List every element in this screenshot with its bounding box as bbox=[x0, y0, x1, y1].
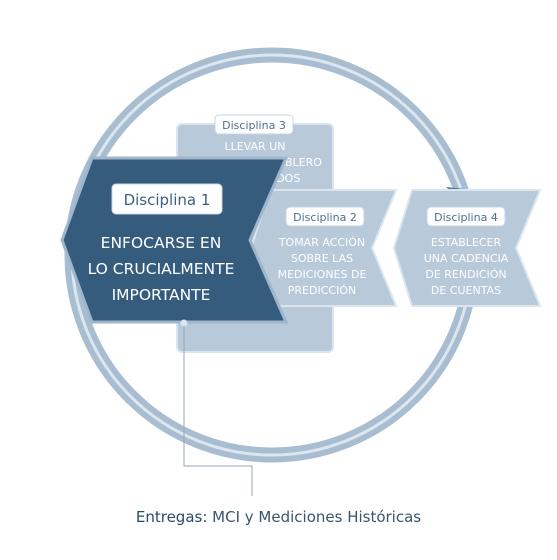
discipline-2-line-2: SOBRE LAS bbox=[291, 252, 353, 265]
discipline-1-badge-text: Disciplina 1 bbox=[124, 191, 211, 209]
discipline-2-line-4: PREDICCIÓN bbox=[288, 284, 356, 297]
discipline-2-badge-text: Disciplina 2 bbox=[293, 211, 357, 224]
deliverables-caption: Entregas: MCI y Mediciones Históricas bbox=[0, 508, 557, 526]
discipline-4-badge-text: Disciplina 4 bbox=[434, 211, 498, 224]
discipline-2-line-3: MEDICIONES DE bbox=[278, 268, 367, 281]
discipline-2-badge bbox=[285, 206, 365, 227]
discipline-3-badge-text: Disciplina 3 bbox=[222, 119, 286, 132]
discipline-4-line-3: DE RENDICIÓN bbox=[425, 268, 506, 281]
discipline-1-line-3: IMPORTANTE bbox=[112, 286, 211, 304]
caption-connector-line bbox=[183, 326, 253, 496]
discipline-2-line-1: TOMAR ACCIÓN bbox=[278, 236, 365, 249]
deliverables-label: Entregas: bbox=[135, 508, 208, 526]
discipline-2-chevron: Disciplina 2 TOMAR ACCIÓN SOBRE LAS MEDI… bbox=[249, 189, 398, 307]
discipline-3-badge bbox=[214, 114, 294, 135]
discipline-1-line-1: ENFOCARSE EN bbox=[101, 234, 222, 252]
discipline-4-line-4: DE CUENTAS bbox=[431, 284, 501, 297]
discipline-4-line-1: ESTABLECER bbox=[431, 236, 502, 249]
discipline-3-line-1: LLEVAR UN bbox=[225, 140, 286, 153]
discipline-4-chevron: Disciplina 4 ESTABLECER UNA CADENCIA DE … bbox=[392, 189, 542, 307]
discipline-1-line-2: LO CRUCIALMENTE bbox=[88, 260, 235, 278]
discipline-1-chevron: Disciplina 1 ENFOCARSE EN LO CRUCIALMENT… bbox=[60, 156, 289, 327]
discipline-4-badge bbox=[426, 206, 506, 227]
connector-dot-icon bbox=[180, 319, 188, 327]
discipline-4-line-2: UNA CADENCIA bbox=[424, 252, 509, 265]
deliverables-text: MCI y Mediciones Históricas bbox=[212, 508, 422, 526]
discipline-1-badge bbox=[111, 183, 223, 215]
